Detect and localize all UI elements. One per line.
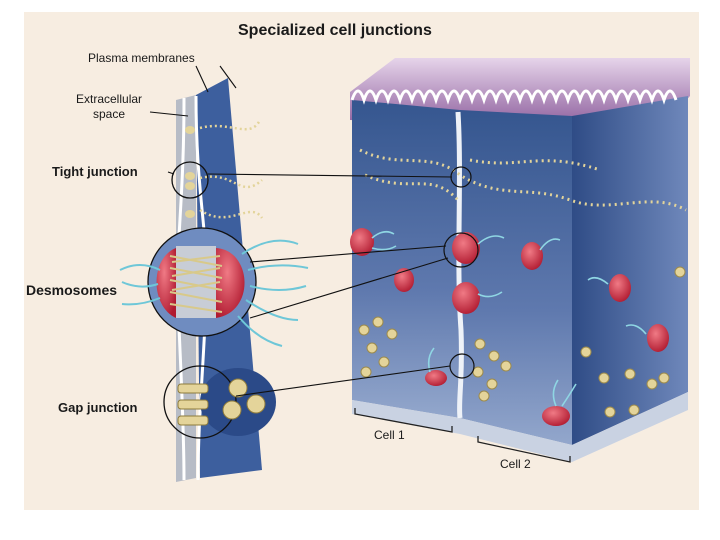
tight-junction-strands-2 <box>364 158 601 202</box>
section-desmosome-right <box>216 248 245 318</box>
desmosomes-label: Desmosomes <box>26 282 118 298</box>
gap-junction-label: Gap junction <box>58 400 138 415</box>
cell-1-bracket <box>354 408 453 433</box>
leader-gap-junction-to-block <box>235 365 451 397</box>
extracellular-space-label: Extracellular space <box>76 92 142 122</box>
leader-tight-junction <box>167 171 175 175</box>
section-desmosome-cadherins <box>169 255 223 313</box>
tight-junction-label: Tight junction <box>52 164 138 179</box>
leader-lines <box>149 65 453 397</box>
cell-2-side <box>572 96 688 445</box>
leader-plasma-membranes <box>195 65 209 93</box>
cell-block <box>350 58 690 463</box>
section-keratin-filaments <box>119 239 309 347</box>
section-desmosome-left <box>156 248 176 318</box>
section-tight-junction-proteins <box>185 126 195 218</box>
microvilli <box>350 89 678 105</box>
leader-extracellular-space <box>149 111 189 117</box>
membrane-cross-section <box>119 78 309 482</box>
leader-plasma-membranes-2 <box>219 65 237 89</box>
section-gap-junction-patch <box>200 368 276 436</box>
block-filaments <box>371 230 647 407</box>
leader-desmosomes-to-block <box>249 245 447 263</box>
cell-2-body <box>460 110 572 445</box>
basal-surface <box>352 392 688 462</box>
cell-1-label: Cell 1 <box>374 428 405 442</box>
extracellular-space-label-line1: Extracellular <box>76 92 143 106</box>
section-connexons <box>177 378 266 426</box>
cell-1-body <box>352 100 460 418</box>
leader-tight-junction-to-block <box>207 173 453 178</box>
block-gap-junctions <box>358 266 686 418</box>
extracellular-space-label-line2: space <box>93 107 126 121</box>
plasma-membranes-label: Plasma membranes <box>88 51 195 65</box>
leader-desmosomes-to-block-2 <box>249 257 449 319</box>
block-desmosome-marker <box>443 232 479 268</box>
cell-2-bracket <box>477 436 571 463</box>
section-tight-junction-strands <box>199 119 264 219</box>
cell-2-label: Cell 2 <box>500 457 531 471</box>
block-desmosomes <box>350 228 669 426</box>
section-tight-junction-circle <box>171 161 209 199</box>
diagram-title: Specialized cell junctions <box>238 22 432 39</box>
